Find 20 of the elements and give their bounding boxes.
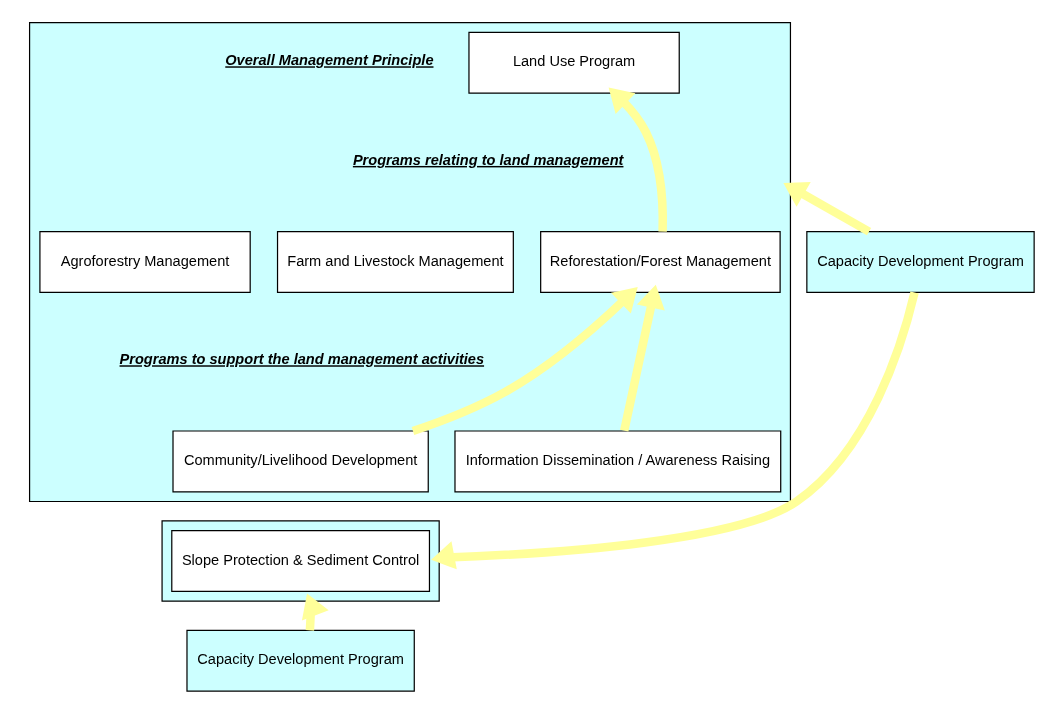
- arrow: [411, 286, 638, 435]
- arrow: [301, 593, 329, 631]
- arrow: [783, 182, 872, 236]
- label: Programs relating to land management: [352, 151, 624, 168]
- arrow: [620, 284, 665, 432]
- node-box: Information Dissemination / Awareness Raising: [454, 430, 782, 493]
- node-box: Reforestation/Forest Management: [540, 231, 781, 294]
- node-box: Slope Protection & Sediment Control: [171, 530, 431, 593]
- arrow: [431, 291, 919, 570]
- label: Programs to support the land management activities: [119, 351, 485, 368]
- cluster: [161, 520, 440, 602]
- label: Overall Management Principle: [225, 52, 434, 69]
- node-box: Farm and Livestock Management: [276, 231, 514, 294]
- cluster: [29, 22, 792, 503]
- node-box: Agroforestry Management: [39, 231, 251, 294]
- node-box: Capacity Development Program: [806, 231, 1035, 294]
- node-box: Community/Livelihood Development: [172, 430, 429, 493]
- node-box: Land Use Program: [468, 31, 680, 94]
- node-box: Capacity Development Program: [186, 629, 415, 692]
- arrow: [608, 87, 667, 232]
